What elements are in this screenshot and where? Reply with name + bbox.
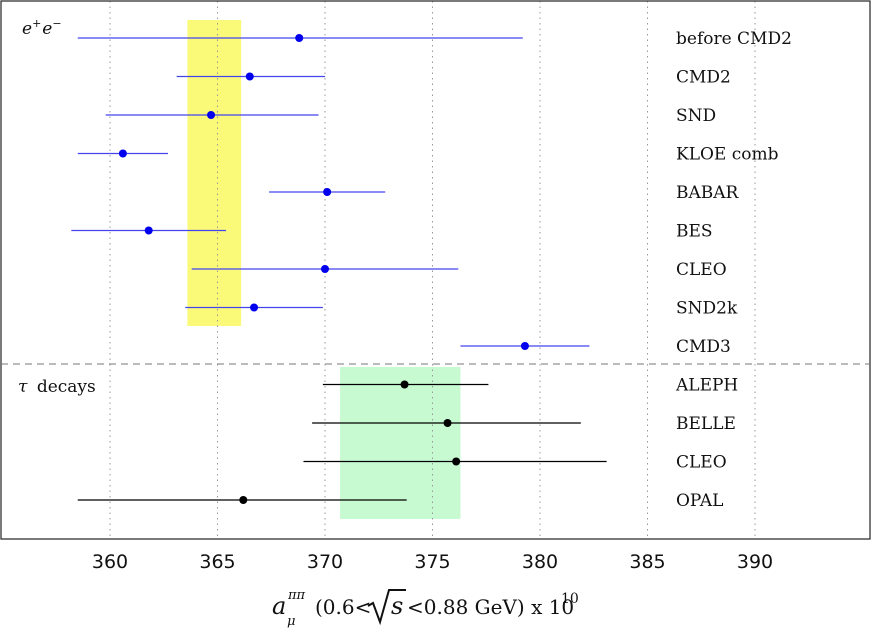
data-point-ee-before-cmd2 xyxy=(295,34,304,42)
data-point-tau-belle xyxy=(443,419,452,427)
experiment-label-tau-cleo: CLEO xyxy=(676,453,727,473)
group-label-ee: e+e− xyxy=(22,17,62,39)
x-tick-labels: 360 365 370 375 380 385 390 xyxy=(92,551,773,573)
svg-text:μ: μ xyxy=(287,614,295,629)
average-band-tau xyxy=(340,367,461,519)
data-point-tau-opal xyxy=(239,496,248,504)
experiment-label-ee-cmd2: CMD2 xyxy=(676,68,731,88)
experiment-label-ee-kloe-comb: KLOE comb xyxy=(676,145,779,165)
x-tick-label-360: 360 xyxy=(92,551,128,573)
data-point-ee-cmd3 xyxy=(520,342,529,350)
x-tick-label-390: 390 xyxy=(737,551,773,573)
error-bars xyxy=(71,37,607,501)
data-point-ee-cleo xyxy=(321,265,329,273)
experiment-label-ee-cmd3: CMD3 xyxy=(676,337,731,357)
group-label-tau: τ decays xyxy=(18,377,96,397)
svg-text:ππ: ππ xyxy=(287,588,306,603)
x-tick-label-380: 380 xyxy=(522,551,558,573)
data-point-ee-bes xyxy=(144,226,153,235)
svg-text:(0.6<: (0.6< xyxy=(315,595,371,619)
x-axis-label: a ππ μ (0.6< s <0.88 GeV) x 10 10 xyxy=(272,588,579,629)
svg-text:a: a xyxy=(272,592,286,620)
svg-text:<0.88 GeV) x 10: <0.88 GeV) x 10 xyxy=(407,595,574,619)
experiment-label-ee-before-cmd2: before CMD2 xyxy=(676,29,792,49)
data-point-tau-aleph xyxy=(400,380,409,389)
data-point-ee-snd xyxy=(207,111,216,119)
experiment-label-tau-belle: BELLE xyxy=(676,414,736,434)
experiment-label-ee-cleo: CLEO xyxy=(676,260,727,280)
data-point-ee-kloe-comb xyxy=(118,149,127,158)
x-tick-label-370: 370 xyxy=(307,551,343,573)
experiment-label-tau-aleph: ALEPH xyxy=(675,376,738,396)
x-tick-label-385: 385 xyxy=(629,551,665,573)
data-point-ee-cmd2 xyxy=(245,72,254,81)
svg-text:10: 10 xyxy=(561,591,579,607)
x-tick-label-365: 365 xyxy=(199,551,235,573)
data-point-tau-cleo xyxy=(452,457,461,466)
x-tick-label-375: 375 xyxy=(414,551,450,573)
experiment-label-ee-babar: BABAR xyxy=(676,183,740,203)
average-band-ee xyxy=(187,20,242,326)
experiment-label-ee-bes: BES xyxy=(676,222,713,242)
experiment-label-ee-snd2k: SND2k xyxy=(676,299,738,319)
data-points xyxy=(118,34,529,504)
experiment-label-tau-opal: OPAL xyxy=(676,491,723,511)
sqrt-sign xyxy=(367,589,406,626)
svg-text:s: s xyxy=(391,592,403,620)
data-point-ee-babar xyxy=(323,188,332,196)
plot-frame xyxy=(0,0,871,540)
average-bands xyxy=(187,20,461,519)
experiment-label-ee-snd: SND xyxy=(676,106,716,126)
data-point-ee-snd2k xyxy=(250,303,259,312)
